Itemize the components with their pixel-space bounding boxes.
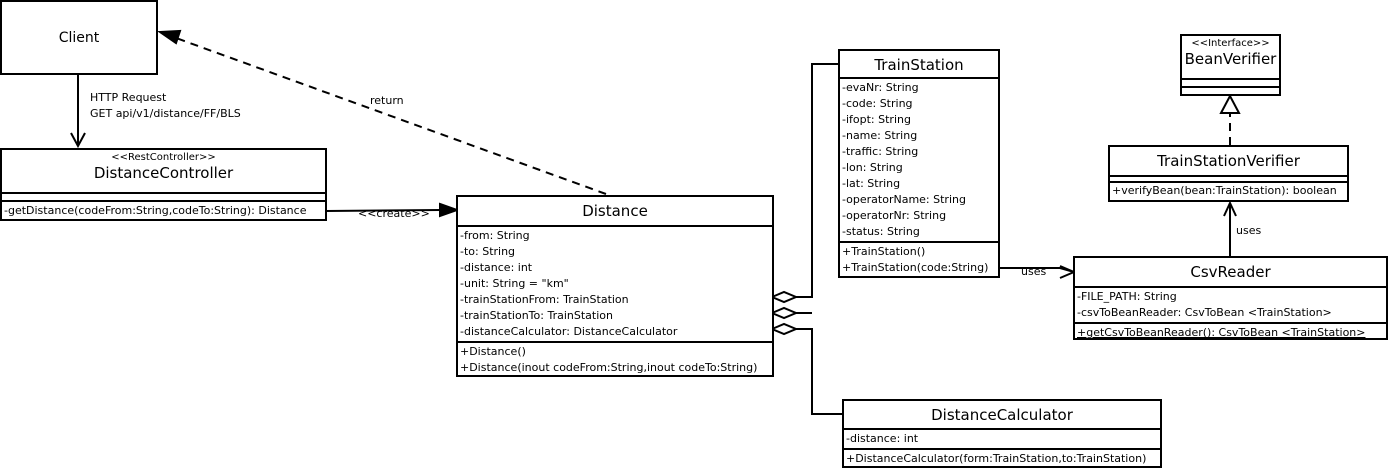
aggregation-diamond-calculator — [769, 322, 799, 336]
bean-verifier-name: BeanVerifier — [1184, 50, 1277, 68]
train-station-attributes: -evaNr: String -code: String -ifopt: Str… — [840, 79, 998, 243]
return-arrowhead — [156, 29, 182, 45]
client-box: Client — [0, 0, 158, 75]
attribute: -trainStationTo: TrainStation — [460, 309, 613, 322]
aggregation-diamond-to — [769, 306, 799, 320]
create-arrowhead — [439, 202, 461, 218]
attribute: -code: String — [842, 97, 913, 110]
realization-arrowhead — [1219, 93, 1241, 114]
uses-arrowhead-station — [1059, 265, 1077, 279]
distance-calculator-operations: +DistanceCalculator(form:TrainStation,to… — [844, 450, 1160, 468]
attribute: -operatorName: String — [842, 193, 966, 206]
train-station-box: TrainStation -evaNr: String -code: Strin… — [838, 49, 1000, 278]
aggregation-diamond-from — [769, 290, 799, 304]
attribute: -name: String — [842, 129, 918, 142]
aggregation-line-calculator — [796, 328, 843, 415]
distance-controller-stereotype: <<RestController>> — [111, 152, 216, 163]
client-name: Client — [58, 29, 100, 46]
attribute: -ifopt: String — [842, 113, 911, 126]
uses-label-verifier: uses — [1236, 224, 1262, 237]
operation: +verifyBean(bean:TrainStation): boolean — [1112, 184, 1337, 197]
uses-label-station: uses — [1021, 265, 1047, 278]
train-station-verifier-operations: +verifyBean(bean:TrainStation): boolean — [1110, 183, 1347, 200]
bean-verifier-header: <<Interface>> BeanVerifier — [1182, 36, 1279, 80]
operation: +TrainStation() — [842, 245, 926, 258]
aggregation-line-trainstation — [796, 63, 840, 298]
operation: -getDistance(codeFrom:String,codeTo:Stri… — [4, 204, 307, 217]
distance-box: Distance -from: String -to: String -dist… — [456, 195, 774, 377]
distance-calculator-header: DistanceCalculator — [844, 401, 1160, 430]
train-station-name: TrainStation — [874, 56, 964, 74]
distance-controller-box: <<RestController>> DistanceController -g… — [0, 148, 327, 221]
operation: +TrainStation(code:String) — [842, 261, 989, 274]
distance-calculator-box: DistanceCalculator -distance: int +Dista… — [842, 399, 1162, 468]
distance-header: Distance — [458, 197, 772, 227]
csv-reader-box: CsvReader -FILE_PATH: String -csvToBeanR… — [1073, 256, 1388, 340]
distance-controller-header: <<RestController>> DistanceController — [2, 150, 325, 194]
attribute: -distanceCalculator: DistanceCalculator — [460, 325, 678, 338]
distance-operations: +Distance() +Distance(inout codeFrom:Str… — [458, 343, 772, 377]
distance-calculator-attributes: -distance: int — [844, 430, 1160, 450]
http-request-arrowhead — [70, 132, 86, 149]
attribute: -distance: int — [460, 261, 533, 274]
operation: +getCsvToBeanReader(): CsvToBean <TrainS… — [1077, 326, 1366, 339]
return-dashed-line — [175, 37, 607, 195]
attribute: -status: String — [842, 225, 920, 238]
distance-controller-operations: -getDistance(codeFrom:String,codeTo:Stri… — [2, 202, 325, 220]
create-line — [325, 209, 441, 212]
distance-controller-attributes — [2, 194, 325, 202]
create-label: <<create>> — [358, 207, 430, 220]
csv-reader-header: CsvReader — [1075, 258, 1386, 288]
attribute: -trainStationFrom: TrainStation — [460, 293, 629, 306]
operation: +Distance(inout codeFrom:String,inout co… — [460, 361, 758, 374]
bean-verifier-operations — [1182, 88, 1279, 94]
distance-attributes: -from: String -to: String -distance: int… — [458, 227, 772, 343]
train-station-header: TrainStation — [840, 51, 998, 79]
bean-verifier-stereotype: <<Interface>> — [1191, 38, 1270, 49]
bean-verifier-attributes — [1182, 80, 1279, 88]
distance-name: Distance — [582, 202, 648, 220]
train-station-verifier-name: TrainStationVerifier — [1157, 152, 1300, 170]
attribute: -from: String — [460, 229, 530, 242]
attribute: -to: String — [460, 245, 516, 258]
operation: +Distance() — [460, 345, 526, 358]
csv-reader-operations: +getCsvToBeanReader(): CsvToBean <TrainS… — [1075, 324, 1386, 342]
operation: +DistanceCalculator(form:TrainStation,to… — [846, 452, 1147, 465]
attribute: -evaNr: String — [842, 81, 919, 94]
attribute: -distance: int — [846, 432, 919, 445]
attribute: -unit: String = "km" — [460, 277, 569, 290]
csv-reader-name: CsvReader — [1190, 263, 1271, 281]
attribute: -operatorNr: String — [842, 209, 947, 222]
attribute: -traffic: String — [842, 145, 919, 158]
http-request-label: HTTP Request — [90, 91, 167, 104]
uses-arrowhead-verifier — [1223, 200, 1237, 217]
attribute: -csvToBeanReader: CsvToBean <TrainStatio… — [1077, 306, 1332, 319]
train-station-verifier-box: TrainStationVerifier +verifyBean(bean:Tr… — [1108, 145, 1349, 202]
distance-controller-name: DistanceController — [93, 164, 234, 182]
attribute: -lat: String — [842, 177, 901, 190]
csv-reader-attributes: -FILE_PATH: String -csvToBeanReader: Csv… — [1075, 288, 1386, 324]
distance-calculator-name: DistanceCalculator — [931, 406, 1073, 424]
attribute: -FILE_PATH: String — [1077, 290, 1177, 303]
train-station-verifier-attributes — [1110, 177, 1347, 183]
http-get-label: GET api/v1/distance/FF/BLS — [90, 107, 241, 120]
train-station-operations: +TrainStation() +TrainStation(code:Strin… — [840, 243, 998, 277]
attribute: -lon: String — [842, 161, 903, 174]
train-station-verifier-header: TrainStationVerifier — [1110, 147, 1347, 177]
bean-verifier-box: <<Interface>> BeanVerifier — [1180, 34, 1281, 96]
return-label: return — [370, 94, 404, 107]
